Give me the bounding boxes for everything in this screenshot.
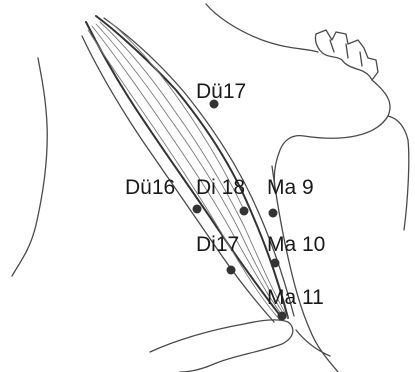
label-due16: Dü16 [125, 176, 175, 199]
point-ma10 [271, 259, 280, 268]
muscle-fibers [88, 22, 288, 320]
point-due16 [193, 205, 202, 214]
point-ma11 [278, 312, 287, 321]
label-ma9: Ma 9 [267, 176, 314, 199]
chin-curve [388, 116, 409, 230]
point-di17 [227, 266, 236, 275]
collarbone-outline [150, 320, 293, 372]
label-due17: Dü17 [196, 80, 246, 103]
label-di18: Di 18 [196, 176, 245, 199]
jaw-outline [206, 4, 318, 52]
point-di18 [240, 207, 249, 216]
muscle-outline-right-outer [104, 18, 294, 316]
muscle-outline-left-inner [82, 36, 274, 322]
muscle-outline-left [86, 22, 282, 318]
point-ma9 [269, 209, 278, 218]
label-ma10: Ma 10 [267, 233, 325, 256]
label-di17: Di17 [196, 233, 239, 256]
label-ma11: Ma 11 [267, 286, 324, 309]
teeth-sketch [315, 30, 378, 80]
neck-back-outline [12, 58, 47, 276]
collarbone-outline-lower [296, 330, 330, 356]
